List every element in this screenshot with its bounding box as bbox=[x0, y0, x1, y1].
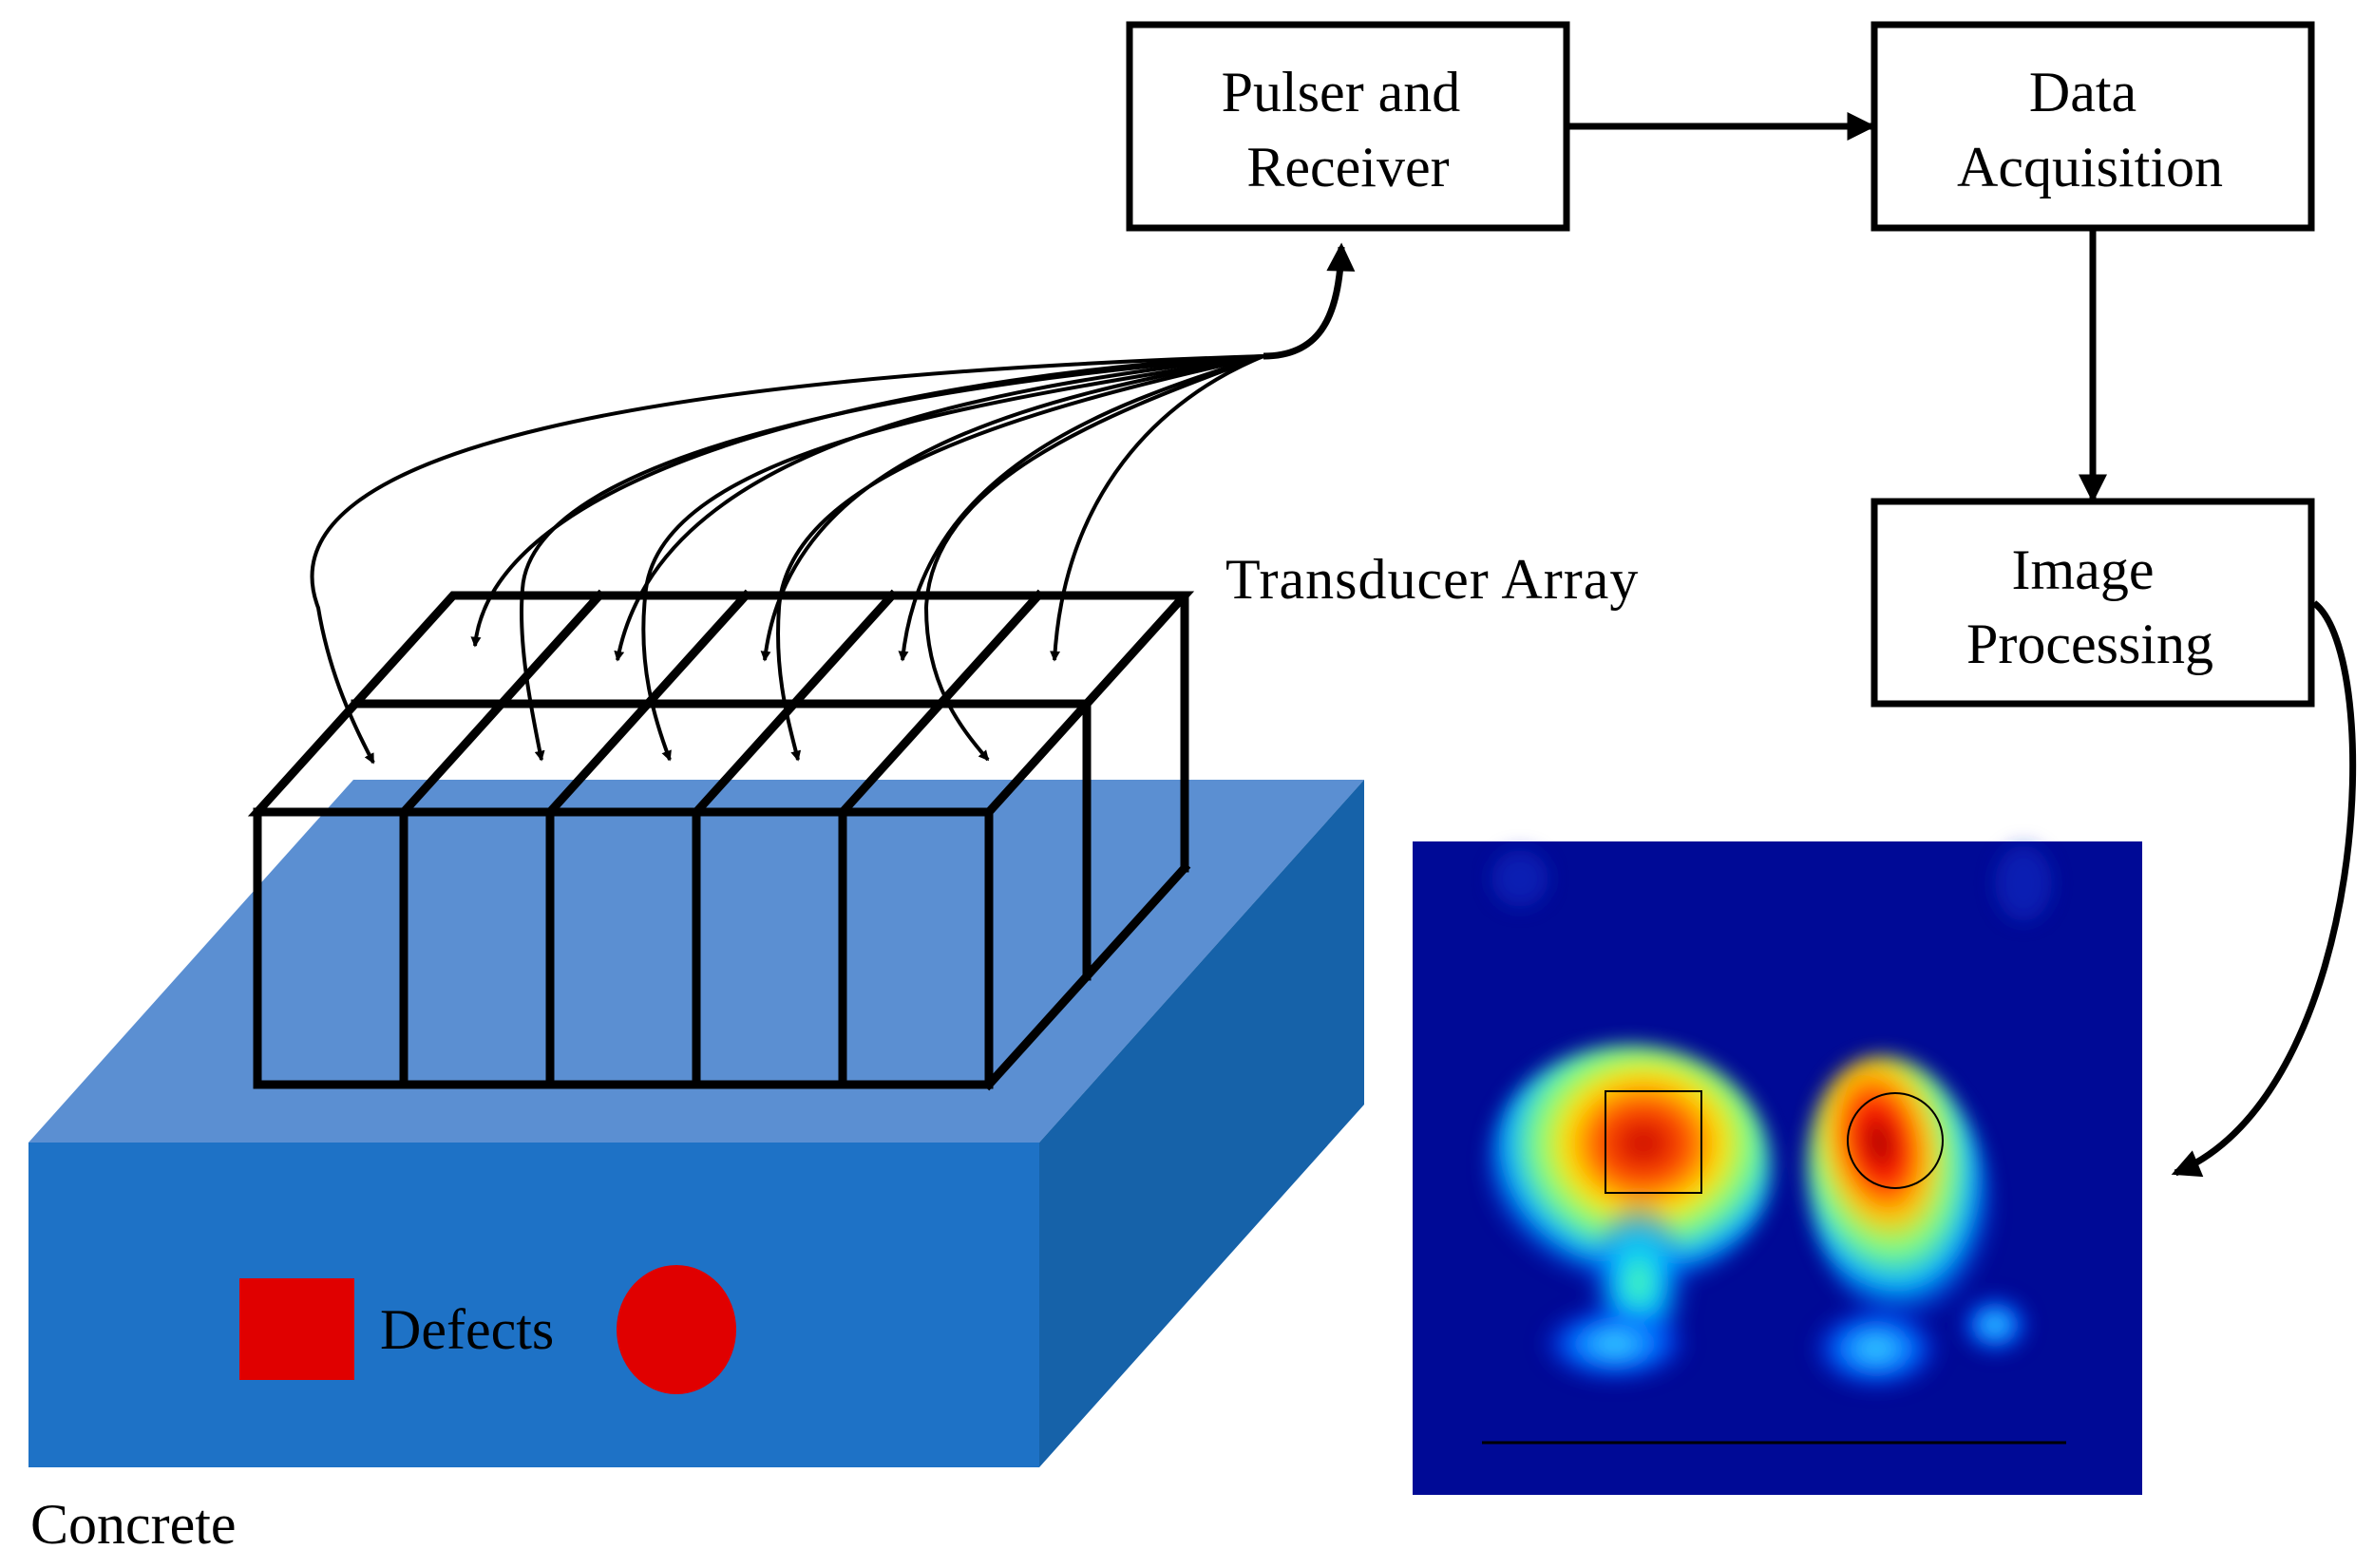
array-column-divider bbox=[397, 589, 606, 819]
square-defect bbox=[239, 1278, 354, 1380]
data-acquisition-block: Data Acquisition bbox=[1871, 21, 2315, 232]
array-column-divider bbox=[690, 589, 899, 819]
cable-arrow bbox=[310, 354, 1264, 765]
circular-defect bbox=[617, 1265, 736, 1394]
svg-text:Data Acquisition: Data Acquisition bbox=[1957, 61, 2223, 198]
arrow-processing-to-image bbox=[2171, 600, 2357, 1178]
circular-defect-outline bbox=[1847, 1092, 1944, 1189]
data-acquisition-line2: Acquisition bbox=[1957, 136, 2223, 198]
cable-arrow bbox=[923, 354, 1264, 762]
blob-right-small bbox=[1959, 1294, 2031, 1355]
concrete-block bbox=[28, 780, 1364, 1467]
hot-spot-right-glow bbox=[1806, 1055, 1994, 1338]
array-column-divider bbox=[543, 589, 752, 819]
image-processing-line2: Processing bbox=[1966, 613, 2213, 675]
transducer-cables bbox=[310, 354, 1264, 765]
image-processing-box bbox=[1871, 498, 2315, 708]
svg-text:Pulser and Receiver: Pulser and Receiver bbox=[1222, 61, 1475, 198]
pulser-receiver-block: Pulser and Receiver bbox=[1126, 21, 1570, 232]
image-processing-line1: Image bbox=[2012, 538, 2155, 601]
blob-right-bottom bbox=[1810, 1306, 1943, 1391]
trunk-cable-arrow bbox=[1263, 242, 1356, 360]
transducer-array-label: Transducer Array bbox=[1225, 548, 1639, 611]
faint-glow bbox=[1995, 845, 2052, 921]
pulser-receiver-line1: Pulser and bbox=[1222, 61, 1461, 123]
image-processing-block: Image Processing bbox=[1871, 498, 2315, 708]
cable-arrow bbox=[760, 354, 1264, 662]
blob-left-bottom bbox=[1539, 1304, 1691, 1384]
concrete-side-face bbox=[1039, 780, 1364, 1467]
array-front-face bbox=[253, 807, 994, 1089]
cable-arrow bbox=[1050, 354, 1264, 662]
pulser-receiver-box bbox=[1126, 21, 1570, 232]
concrete-front-face bbox=[28, 1143, 1039, 1467]
square-defect-outline bbox=[1605, 1090, 1702, 1194]
cable-arrow bbox=[776, 354, 1264, 762]
reconstructed-image bbox=[1413, 841, 2142, 1495]
pulser-receiver-line2: Receiver bbox=[1246, 136, 1449, 198]
svg-text:Image Processing: Image Processing bbox=[1966, 538, 2213, 675]
faint-glow bbox=[1491, 850, 1548, 907]
array-column-divider bbox=[836, 589, 1045, 819]
flow-arrows bbox=[1569, 112, 2357, 1178]
concrete-label: Concrete bbox=[30, 1493, 237, 1556]
data-acquisition-line1: Data bbox=[2029, 61, 2137, 123]
data-acquisition-box bbox=[1871, 21, 2315, 232]
cable-arrow bbox=[641, 354, 1264, 762]
cable-arrow bbox=[898, 354, 1264, 662]
defects-label: Defects bbox=[380, 1298, 554, 1361]
transducer-array bbox=[247, 589, 1195, 1091]
cable-arrow bbox=[520, 354, 1264, 762]
